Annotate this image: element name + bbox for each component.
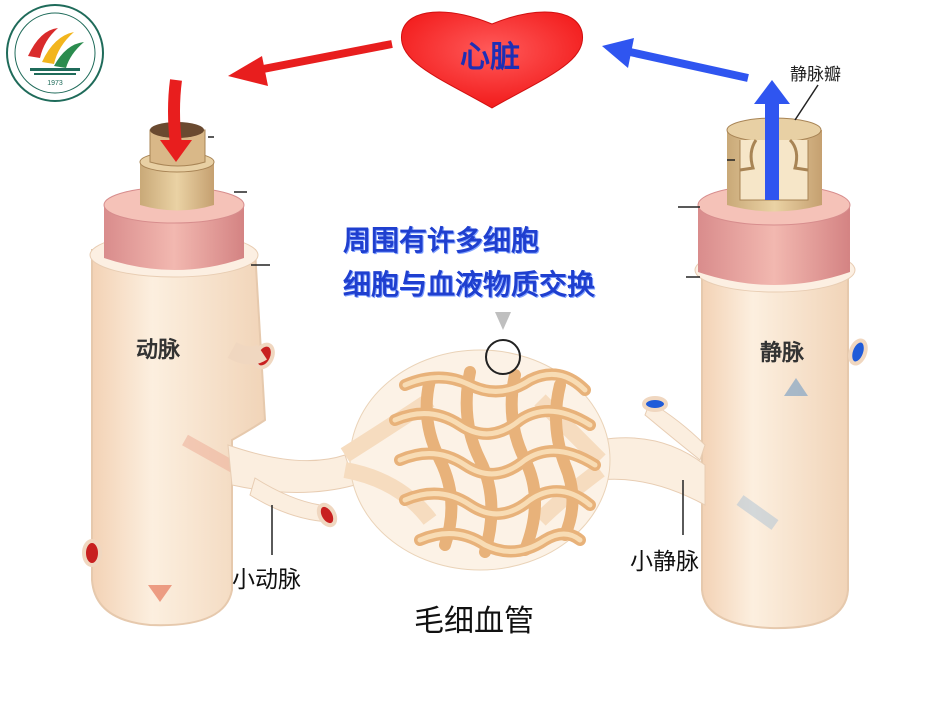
highlight-circle	[485, 339, 521, 375]
arteriole-label: 小动脉	[232, 567, 301, 593]
vein-label: 静脉	[760, 341, 805, 366]
capillary-label: 毛细血管	[414, 604, 534, 639]
pointer-triangle-icon	[495, 312, 511, 330]
venule-vessel	[599, 396, 706, 506]
vein-vessel	[694, 80, 868, 630]
artery-label: 动脉	[136, 338, 181, 363]
venule-label: 小静脉	[630, 549, 699, 575]
capillary-network	[340, 312, 611, 571]
exchange-note-line1: 周围有许多细胞	[343, 224, 540, 257]
valve-label: 静脉瓣	[790, 65, 841, 85]
arrow-heart-to-artery-icon	[228, 40, 393, 86]
arrow-vein-to-heart-icon	[602, 38, 749, 82]
leader-lines	[208, 84, 819, 555]
exchange-note-line2: 细胞与血液物质交换	[343, 268, 596, 301]
school-logo: 1973	[6, 4, 104, 102]
logo-year: 1973	[47, 80, 63, 87]
artery-vessel	[82, 79, 275, 627]
heart-shape	[401, 11, 583, 109]
arteriole-vessel	[227, 341, 356, 528]
heart-label: 心脏	[460, 40, 520, 75]
